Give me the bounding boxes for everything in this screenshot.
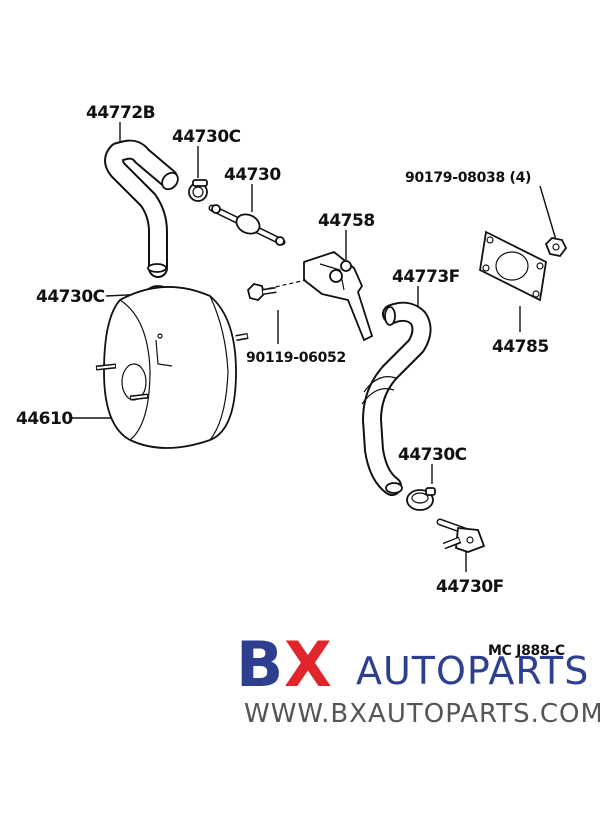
right-vacuum-hose	[361, 301, 432, 496]
mounting-bracket	[303, 250, 374, 342]
label-90179-08038: 90179-08038 (4)	[405, 170, 531, 186]
label-90119-06052: 90119-06052	[246, 350, 346, 366]
gasket	[479, 230, 547, 302]
nut	[544, 237, 568, 257]
label-44730c-bottom: 44730C	[398, 445, 467, 465]
label-44730: 44730	[224, 165, 281, 185]
hose-clamp-top	[188, 179, 208, 202]
brand-logo-x: X	[284, 628, 332, 701]
hose-clamp-bottom	[406, 487, 436, 511]
brand-logo-name: AUTOPARTS	[356, 649, 589, 693]
brand-logo-b: B	[236, 628, 283, 701]
label-44773f: 44773F	[392, 267, 460, 287]
label-44785: 44785	[492, 337, 549, 357]
bolt	[247, 279, 307, 301]
label-44730c-left: 44730C	[36, 287, 105, 307]
label-44758: 44758	[318, 211, 375, 231]
brake-booster	[95, 286, 249, 449]
brand-url: WWW.BXAUTOPARTS.COM	[244, 699, 600, 729]
label-44772b: 44772B	[86, 103, 155, 123]
diagram-code: MC J888-C	[488, 643, 565, 659]
brand-logo: B X AUTOPARTS	[236, 628, 589, 701]
union-fitting	[436, 518, 486, 553]
label-44730f: 44730F	[436, 577, 504, 597]
check-valve	[208, 204, 286, 246]
label-44730c-top: 44730C	[172, 127, 241, 147]
upper-vacuum-hose	[104, 139, 179, 278]
label-44610: 44610	[16, 409, 73, 429]
